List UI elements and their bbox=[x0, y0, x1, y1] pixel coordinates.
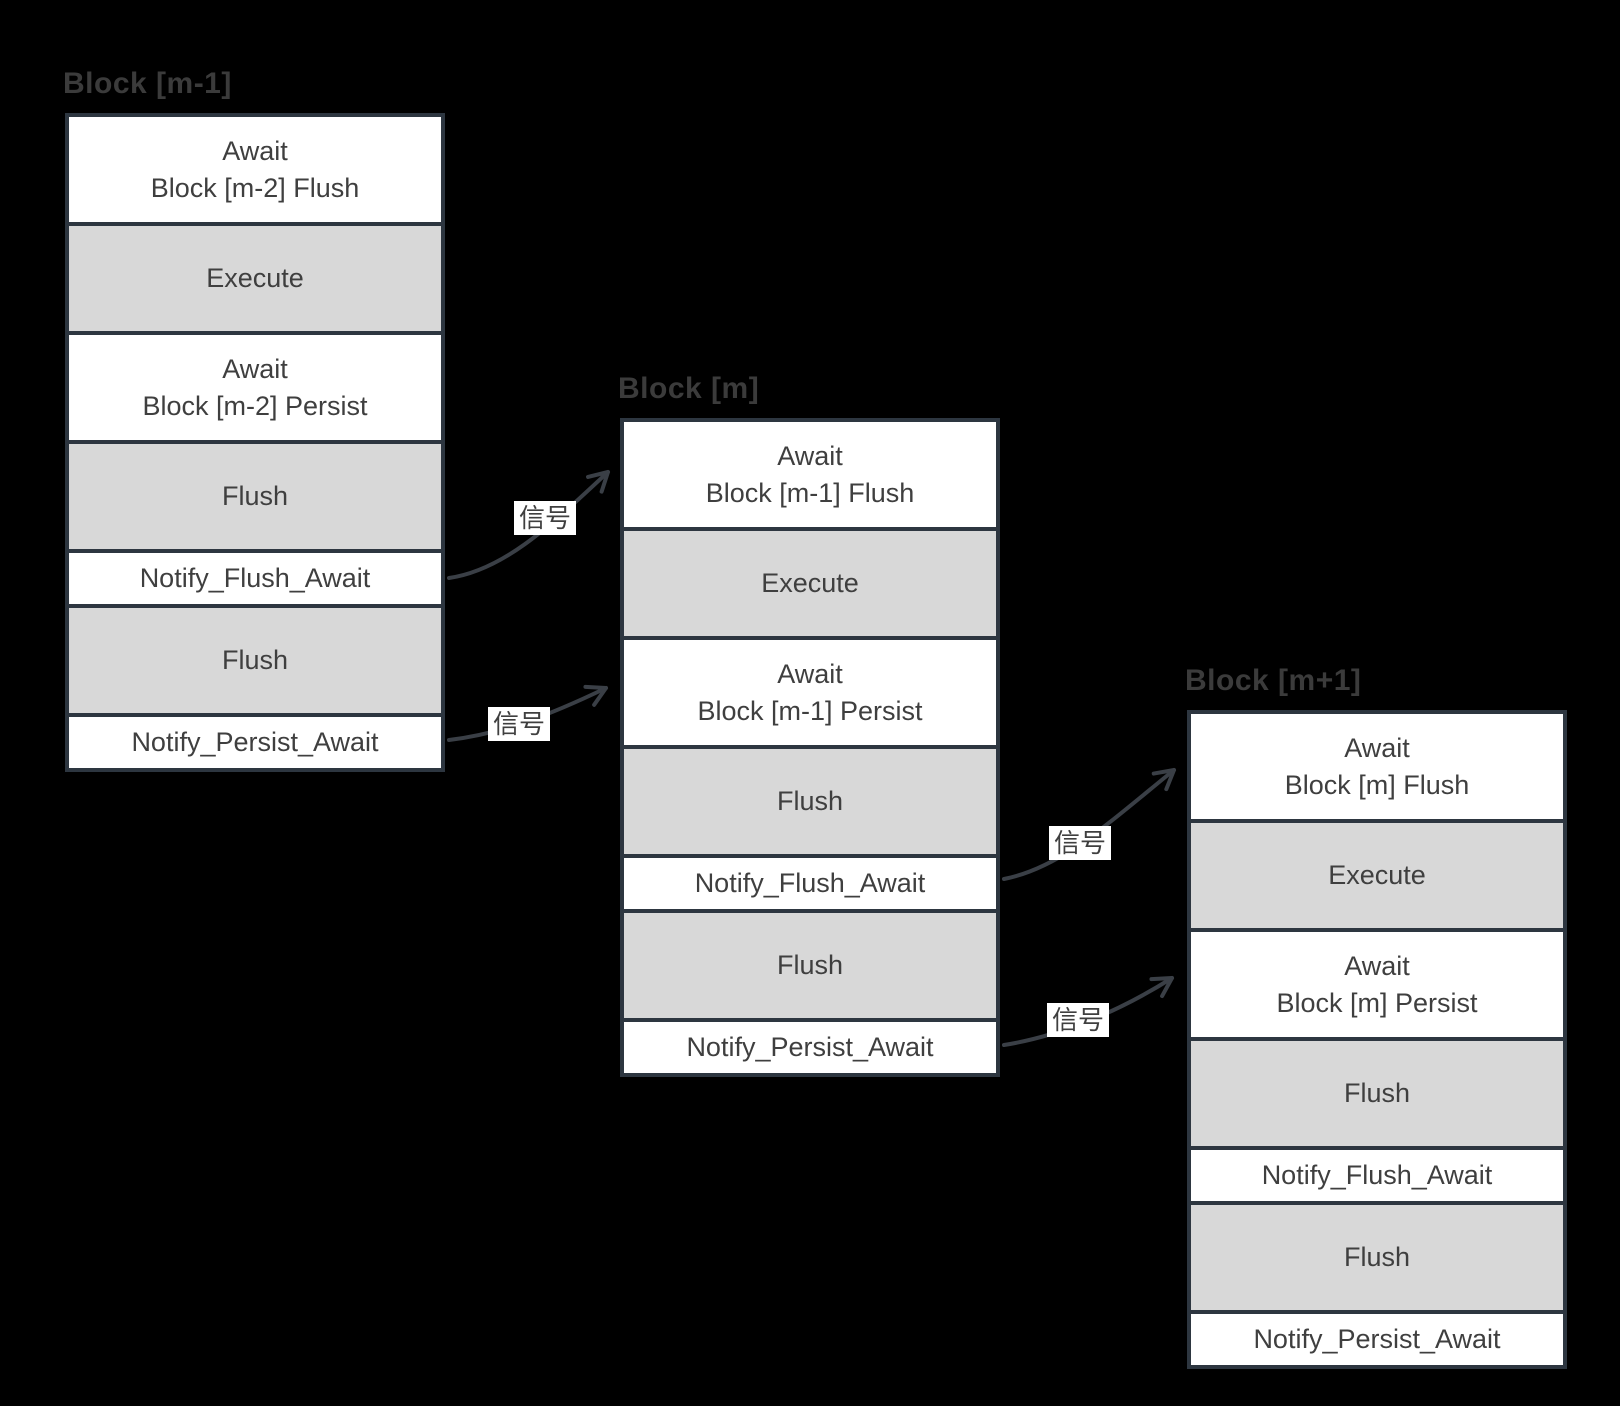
stage-notify-flush-await: Notify_Flush_Await bbox=[69, 549, 441, 604]
stage-notify-flush-await: Notify_Flush_Await bbox=[1191, 1146, 1563, 1201]
stage-notify-flush-await: Notify_Flush_Await bbox=[624, 854, 996, 909]
stage-await-persist: Await Block [m-2] Persist bbox=[69, 331, 441, 440]
stage-flush-2: Flush bbox=[1191, 1201, 1563, 1310]
stage-flush-1: Flush bbox=[624, 745, 996, 854]
stage-await-flush: Await Block [m-1] Flush bbox=[624, 422, 996, 527]
signal-label-4: 信号 bbox=[1047, 1003, 1110, 1037]
block-m-minus-1-box: Await Block [m-2] Flush Execute Await Bl… bbox=[65, 113, 445, 772]
stage-await-persist: Await Block [m] Persist bbox=[1191, 928, 1563, 1037]
signal-arrow-3 bbox=[1002, 768, 1176, 881]
stage-await-flush: Await Block [m] Flush bbox=[1191, 714, 1563, 819]
stage-notify-persist-await: Notify_Persist_Await bbox=[69, 713, 441, 768]
signal-label-1: 信号 bbox=[514, 501, 577, 535]
block-m-plus-1-box: Await Block [m] Flush Execute Await Bloc… bbox=[1187, 710, 1567, 1369]
block-m-plus-1-title: Block [m+1] bbox=[1185, 664, 1362, 697]
stage-flush-2: Flush bbox=[624, 909, 996, 1018]
block-m-minus-1-title: Block [m-1] bbox=[63, 67, 232, 100]
stage-await-flush: Await Block [m-2] Flush bbox=[69, 117, 441, 222]
signal-label-3: 信号 bbox=[1049, 826, 1112, 860]
stage-await-persist: Await Block [m-1] Persist bbox=[624, 636, 996, 745]
stage-flush-2: Flush bbox=[69, 604, 441, 713]
block-m-minus-1: Block [m-1] Await Block [m-2] Flush Exec… bbox=[63, 67, 445, 772]
block-m-box: Await Block [m-1] Flush Execute Await Bl… bbox=[620, 418, 1000, 1077]
block-m-title: Block [m] bbox=[618, 372, 760, 405]
signal-label-2: 信号 bbox=[488, 707, 551, 741]
stage-execute: Execute bbox=[624, 527, 996, 636]
stage-execute: Execute bbox=[1191, 819, 1563, 928]
stage-flush-1: Flush bbox=[69, 440, 441, 549]
block-m: Block [m] Await Block [m-1] Flush Execut… bbox=[618, 372, 1000, 1077]
stage-execute: Execute bbox=[69, 222, 441, 331]
stage-notify-persist-await: Notify_Persist_Await bbox=[624, 1018, 996, 1073]
stage-flush-1: Flush bbox=[1191, 1037, 1563, 1146]
block-m-plus-1: Block [m+1] Await Block [m] Flush Execut… bbox=[1185, 664, 1567, 1369]
stage-notify-persist-await: Notify_Persist_Await bbox=[1191, 1310, 1563, 1365]
